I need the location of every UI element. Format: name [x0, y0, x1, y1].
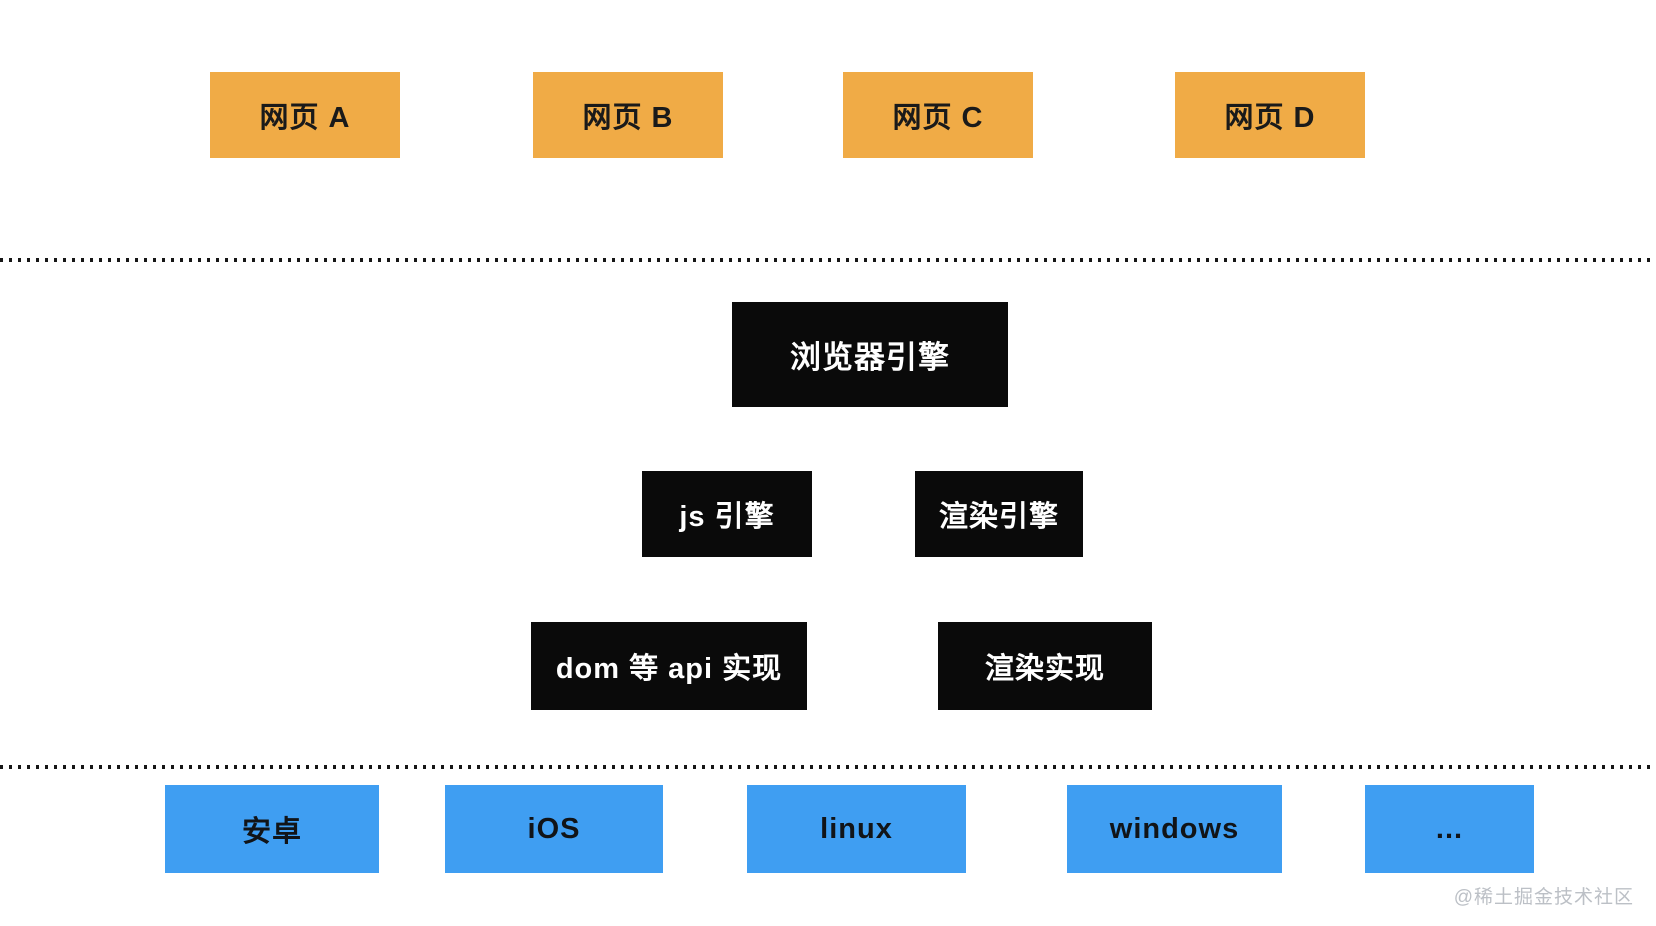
separator-bottom-dotted-line [0, 765, 1656, 769]
webpage-a-label: 网页 A [259, 102, 351, 134]
webpage-b-label: 网页 B [582, 102, 674, 134]
webpage-d-box: 网页 D [1175, 72, 1365, 158]
platform-linux-box: linux [747, 785, 966, 873]
platform-linux-label: linux [820, 812, 893, 845]
webpage-c-box: 网页 C [843, 72, 1033, 158]
webpage-a-box: 网页 A [210, 72, 400, 158]
platform-ios-box: iOS [445, 785, 663, 873]
webpage-c-label: 网页 C [892, 102, 984, 134]
dom-api-impl-box: dom 等 api 实现 [531, 622, 807, 710]
rendering-impl-box: 渲染实现 [938, 622, 1152, 710]
rendering-impl-label: 渲染实现 [984, 653, 1105, 685]
platform-more-box: ... [1365, 785, 1534, 873]
browser-engine-box: 浏览器引擎 [732, 302, 1008, 407]
juejin-watermark: @稀土掘金技术社区 [1453, 887, 1634, 908]
platform-windows-label: windows [1109, 812, 1240, 845]
webpage-b-box: 网页 B [533, 72, 723, 158]
platform-android-box: 安卓 [165, 785, 379, 873]
platform-more-label: ... [1435, 812, 1464, 845]
dom-api-impl-label: dom 等 api 实现 [555, 653, 783, 685]
platform-windows-box: windows [1067, 785, 1282, 873]
rendering-engine-box: 渲染引擎 [915, 471, 1083, 557]
browser-engine-label: 浏览器引擎 [790, 340, 950, 375]
rendering-engine-label: 渲染引擎 [938, 501, 1059, 533]
separator-top-dotted-line [0, 258, 1656, 262]
platform-android-label: 安卓 [241, 816, 302, 848]
js-engine-label: js 引擎 [679, 501, 775, 533]
js-engine-box: js 引擎 [642, 471, 812, 557]
webpage-d-label: 网页 D [1224, 102, 1316, 134]
platform-ios-label: iOS [527, 812, 581, 845]
